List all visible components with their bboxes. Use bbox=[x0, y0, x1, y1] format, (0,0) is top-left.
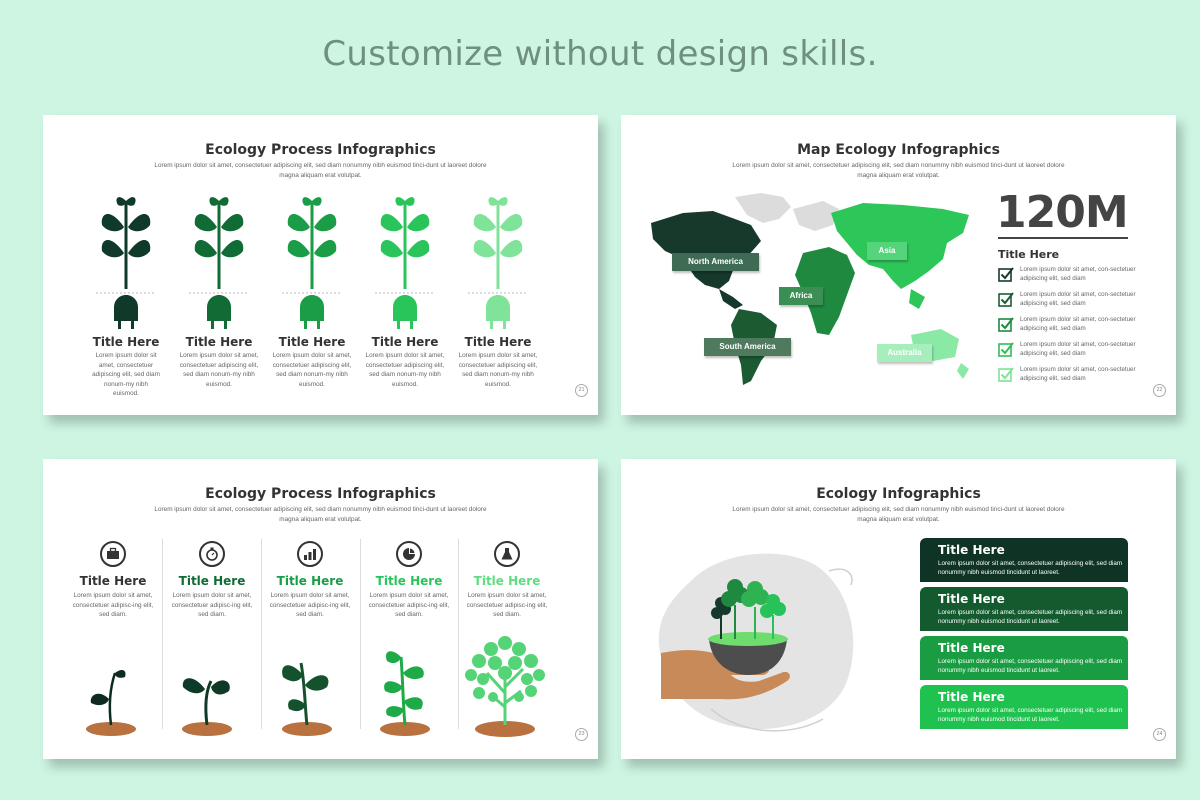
slide-title: Ecology Process Infographics bbox=[205, 142, 436, 158]
column-text: Lorem ipsum dolor sit amet, consectetuer… bbox=[368, 592, 450, 618]
big-number: 120M bbox=[996, 187, 1129, 238]
slide-subtitle: Lorem ipsum dolor sit amet, consectetuer… bbox=[732, 506, 1065, 523]
column-title: Title Here bbox=[178, 574, 246, 588]
column-text: Lorem ipsum dolor sit amet, consectetuer… bbox=[92, 352, 160, 397]
info-bar-text: Lorem ipsum dolor sit amet, consectetuer… bbox=[938, 658, 1123, 674]
column-divider bbox=[458, 539, 459, 729]
tree-icon bbox=[465, 636, 545, 737]
slide-ecology-process-growth[interactable]: Ecology Process Infographics Lorem ipsum… bbox=[43, 459, 598, 759]
column-title: Title Here bbox=[375, 574, 443, 588]
column-text: Lorem ipsum dolor sit amet, consectetuer… bbox=[72, 592, 154, 618]
flask-icon bbox=[494, 541, 520, 567]
seedling-icon bbox=[86, 670, 136, 736]
checklist-item: Lorem ipsum dolor sit amet, con-sectetue… bbox=[998, 290, 1138, 310]
slide-title: Ecology Infographics bbox=[816, 486, 981, 502]
checklist-text: Lorem ipsum dolor sit amet, con-sectetue… bbox=[1020, 266, 1136, 282]
checklist-item: Lorem ipsum dolor sit amet, con-sectetue… bbox=[998, 365, 1138, 385]
checklist-text: Lorem ipsum dolor sit amet, con-sectetue… bbox=[1020, 316, 1136, 332]
checkbox-checked-icon bbox=[998, 267, 1014, 282]
info-bar-text: Lorem ipsum dolor sit amet, consectetuer… bbox=[938, 609, 1123, 625]
checklist-item: Lorem ipsum dolor sit amet, con-sectetue… bbox=[998, 315, 1138, 335]
stopwatch-icon bbox=[199, 541, 225, 567]
column-title: Title Here bbox=[276, 574, 344, 588]
slide-map-ecology[interactable]: Map Ecology Infographics Lorem ipsum dol… bbox=[621, 115, 1176, 415]
slide-ecology-process-plants[interactable]: Ecology Process Infographics Lorem ipsum… bbox=[43, 115, 598, 415]
slide-ecology-infographics[interactable]: Ecology Infographics Lorem ipsum dolor s… bbox=[621, 459, 1176, 759]
briefcase-icon bbox=[100, 541, 126, 567]
column-text: Lorem ipsum dolor sit amet, consectetuer… bbox=[458, 352, 538, 388]
column-text: Lorem ipsum dolor sit amet, consectetuer… bbox=[272, 352, 352, 388]
checkbox-checked-icon bbox=[998, 367, 1014, 382]
column-divider bbox=[261, 539, 262, 729]
region-label-south-america[interactable]: South America bbox=[704, 338, 791, 356]
column-title: Title Here bbox=[278, 335, 346, 349]
page-number: 23 bbox=[575, 728, 588, 741]
page-number: 22 bbox=[1153, 384, 1166, 397]
slide-title: Ecology Process Infographics bbox=[205, 486, 436, 502]
checkbox-checked-icon bbox=[998, 292, 1014, 307]
column-divider bbox=[162, 539, 163, 729]
region-label-north-america[interactable]: North America bbox=[672, 253, 759, 271]
region-label-africa[interactable]: Africa bbox=[779, 287, 823, 305]
column-divider bbox=[360, 539, 361, 729]
plant-plug-icon bbox=[375, 197, 435, 329]
column-text: Lorem ipsum dolor sit amet, consectetuer… bbox=[179, 352, 259, 388]
divider bbox=[998, 237, 1128, 239]
column-title: Title Here bbox=[185, 335, 253, 349]
info-bar-title: Title Here bbox=[938, 690, 1005, 704]
plant-growth-stages bbox=[86, 636, 545, 737]
young-plant-icon bbox=[282, 662, 332, 736]
plant-plug-icon bbox=[468, 197, 528, 329]
checkbox-checked-icon bbox=[998, 342, 1014, 357]
column-text: Lorem ipsum dolor sit amet, consectetuer… bbox=[466, 592, 548, 618]
slide-title: Map Ecology Infographics bbox=[797, 142, 1000, 158]
pie-chart-icon bbox=[396, 541, 422, 567]
column-title: Title Here bbox=[464, 335, 532, 349]
slide-subtitle: Lorem ipsum dolor sit amet, consectetuer… bbox=[154, 162, 487, 179]
plant-plug-icon bbox=[189, 197, 249, 329]
checklist-text: Lorem ipsum dolor sit amet, con-sectetue… bbox=[1020, 341, 1136, 357]
checklist-title: Title Here bbox=[998, 248, 1060, 261]
checkbox-checked-icon bbox=[998, 317, 1014, 332]
plant-plug-icon bbox=[96, 197, 156, 329]
column-text: Lorem ipsum dolor sit amet, consectetuer… bbox=[365, 352, 445, 388]
info-bar-title: Title Here bbox=[938, 641, 1005, 655]
column-text: Lorem ipsum dolor sit amet, consectetuer… bbox=[269, 592, 351, 618]
column-title: Title Here bbox=[79, 574, 147, 588]
checklist-item: Lorem ipsum dolor sit amet, con-sectetue… bbox=[998, 340, 1138, 360]
info-bar-title: Title Here bbox=[938, 543, 1005, 557]
info-bar-title: Title Here bbox=[938, 592, 1005, 606]
info-bar-text: Lorem ipsum dolor sit amet, consectetuer… bbox=[938, 560, 1123, 576]
plant-plug-icon bbox=[282, 197, 342, 329]
hand-holding-plant-illustration bbox=[658, 553, 854, 732]
column-title: Title Here bbox=[92, 335, 160, 349]
page-number: 24 bbox=[1153, 728, 1166, 741]
checklist-text: Lorem ipsum dolor sit amet, con-sectetue… bbox=[1020, 366, 1136, 382]
slide-subtitle: Lorem ipsum dolor sit amet, consectetuer… bbox=[154, 506, 487, 523]
info-bar-text: Lorem ipsum dolor sit amet, consectetuer… bbox=[938, 707, 1123, 723]
sprout-icon bbox=[182, 678, 232, 736]
column-title: Title Here bbox=[473, 574, 541, 588]
column-title: Title Here bbox=[371, 335, 439, 349]
plant-icon bbox=[380, 651, 430, 736]
page-number: 21 bbox=[575, 384, 588, 397]
checklist-text: Lorem ipsum dolor sit amet, con-sectetue… bbox=[1020, 291, 1136, 307]
region-label-asia[interactable]: Asia bbox=[867, 242, 907, 260]
bar-chart-icon bbox=[297, 541, 323, 567]
slide-subtitle: Lorem ipsum dolor sit amet, consectetuer… bbox=[732, 162, 1065, 179]
region-label-australia[interactable]: Australia bbox=[877, 344, 932, 362]
checklist-item: Lorem ipsum dolor sit amet, con-sectetue… bbox=[998, 265, 1138, 285]
column-text: Lorem ipsum dolor sit amet, consectetuer… bbox=[171, 592, 253, 618]
headline: Customize without design skills. bbox=[322, 34, 878, 74]
